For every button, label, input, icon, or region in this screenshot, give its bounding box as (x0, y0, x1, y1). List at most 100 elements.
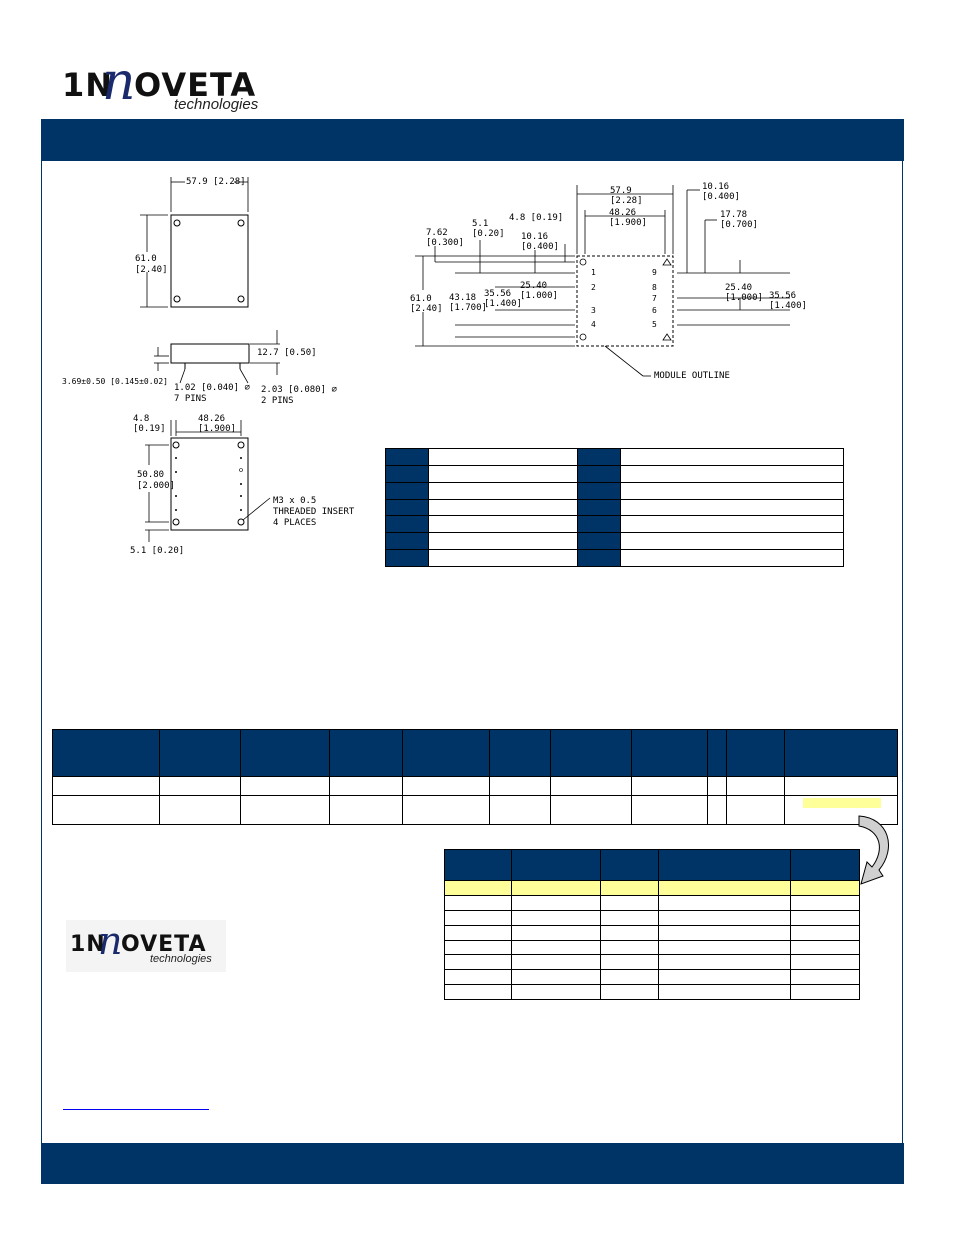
pinout-r1-dim: 10.16 [0.400] (702, 182, 740, 202)
pin-label-4: 4 (591, 320, 596, 329)
pinout-rr1-in: [1.000] (725, 293, 763, 303)
pinout-offset-dim: 4.8 [0.19] (509, 213, 564, 223)
bottom-offset-dim: 4.8 [0.19] (133, 414, 166, 434)
bottom-edge-dim: 5.1 [0.20] (130, 546, 185, 556)
secondary-logo-left: 1N (70, 932, 106, 957)
logo-text-right: OVETA (134, 66, 257, 104)
table-row-highlighted (444, 880, 860, 896)
insert-thread: M3 x 0.5 (273, 496, 317, 506)
side-pin2-count: 2 PINS (261, 396, 294, 406)
logo-text-n: n (102, 52, 136, 112)
logo-subtitle: technologies (174, 96, 259, 113)
pinout-drawing (415, 185, 790, 377)
pinout-l5-dim: 35.56 [1.400] (484, 289, 522, 309)
pinout-rr1-dim: 25.40 [1.000] (725, 283, 763, 303)
side-pin1-label: 1.02 [0.040] ⌀ (174, 383, 250, 393)
side-pin1-count: 7 PINS (174, 394, 207, 404)
secondary-logo-n: n (98, 919, 123, 963)
insert-type: THREADED INSERT (273, 507, 355, 517)
bottom-offset-in: [0.19] (133, 424, 166, 434)
table-row (385, 481, 844, 500)
bottom-span-dim: 50.80 [2.000] (137, 470, 175, 492)
pinout-l3-in: [0.400] (521, 242, 559, 252)
pin-label-7: 7 (652, 294, 657, 303)
table-row (444, 894, 860, 911)
table-row (444, 954, 860, 971)
table-row (444, 939, 860, 956)
pinout-r2-dim: 17.78 [0.700] (720, 210, 758, 230)
top-width-dim: 57.9 [2.28] (186, 177, 246, 187)
pinout-rr2-dim: 35.56 [1.400] (769, 291, 807, 311)
frame-right (902, 161, 903, 1143)
pinout-rr2-mm: 35.56 (769, 291, 797, 301)
table-row (444, 924, 860, 941)
pinout-width-mm: 57.9 (610, 186, 632, 196)
bottom-offset-mm: 4.8 (133, 414, 150, 424)
pinout-r1-mm: 10.16 (702, 182, 730, 192)
top-view-drawing (140, 177, 249, 308)
side-view-drawing (154, 330, 280, 384)
secondary-logo-sub: technologies (150, 953, 212, 965)
pin-label-8: 8 (652, 283, 657, 292)
pinout-l6-mm: 43.18 (449, 293, 477, 303)
pin-label-6: 6 (652, 306, 657, 315)
table-row (385, 448, 844, 466)
table-row (385, 532, 844, 551)
side-height-dim: 12.7 [0.50] (257, 348, 317, 358)
side-pin2-label: 2.03 [0.080] ⌀ (261, 385, 337, 395)
module-outline-label: MODULE OUTLINE (654, 371, 730, 381)
pinout-l7-mm: 61.0 (410, 294, 432, 304)
secondary-logo: 1N n OVETA technologies (66, 920, 226, 972)
table-header-row (444, 849, 860, 881)
pinout-rr1-mm: 25.40 (725, 283, 753, 293)
pinout-l4-mm: 25.40 (520, 281, 548, 291)
pinout-pitch-mm: 48.26 (609, 208, 637, 218)
pinout-width-in: [2.28] (610, 196, 643, 206)
pinout-l1-dim: 7.62 [0.300] (426, 228, 464, 248)
highlight-cell (803, 798, 881, 808)
header-band (41, 119, 904, 161)
pinout-l3-mm: 10.16 (521, 232, 549, 242)
pinout-l7-dim: 61.0 [2.40] (410, 294, 443, 314)
table-header-row (52, 729, 898, 777)
pin-function-table (385, 448, 844, 567)
pinout-r2-mm: 17.78 (720, 210, 748, 220)
pinout-l4-dim: 25.40 [1.000] (520, 281, 558, 301)
insert-count: 4 PLACES (273, 518, 317, 528)
table-row (52, 795, 898, 825)
pinout-l2-mm: 5.1 (472, 219, 489, 229)
ordering-table (444, 849, 860, 1000)
footer-band (41, 1143, 904, 1184)
top-height-dim: 61.0 [2.40] (135, 254, 168, 275)
pin-label-3: 3 (591, 306, 596, 315)
pinout-l1-mm: 7.62 (426, 228, 448, 238)
bottom-span-in: [2.000] (137, 481, 175, 491)
pinout-pitch-in: [1.900] (609, 218, 647, 228)
pinout-pitch-dim: 48.26 [1.900] (609, 208, 647, 228)
side-standoff-dim: 3.69±0.50 [0.145±0.02] (62, 377, 168, 386)
website-link[interactable] (63, 1109, 209, 1110)
table-row (385, 515, 844, 534)
pinout-l5-mm: 35.56 (484, 289, 512, 299)
table-row (385, 549, 844, 567)
pinout-l6-in: [1.700] (449, 303, 487, 313)
pinout-l2-in: [0.20] (472, 229, 505, 239)
table-row (385, 498, 844, 517)
bottom-view-drawing (145, 420, 271, 542)
part-number-table (52, 729, 898, 825)
frame-left (41, 161, 42, 1143)
bottom-pitch-mm: 48.26 (198, 414, 226, 424)
header-logo: 1N n OVETA technologies (62, 56, 282, 122)
pinout-l5-in: [1.400] (484, 299, 522, 309)
pin-label-5: 5 (652, 320, 657, 329)
insert-note: M3 x 0.5 THREADED INSERT 4 PLACES (273, 496, 354, 529)
pinout-width-dim: 57.9 [2.28] (610, 186, 643, 206)
pinout-l1-in: [0.300] (426, 238, 464, 248)
curved-arrow-icon (858, 815, 889, 885)
table-row (444, 969, 860, 986)
secondary-logo-right: OVETA (121, 932, 207, 957)
pinout-rr2-in: [1.400] (769, 301, 807, 311)
pinout-r2-in: [0.700] (720, 220, 758, 230)
pinout-l3-dim: 10.16 [0.400] (521, 232, 559, 252)
pinout-r1-in: [0.400] (702, 192, 740, 202)
